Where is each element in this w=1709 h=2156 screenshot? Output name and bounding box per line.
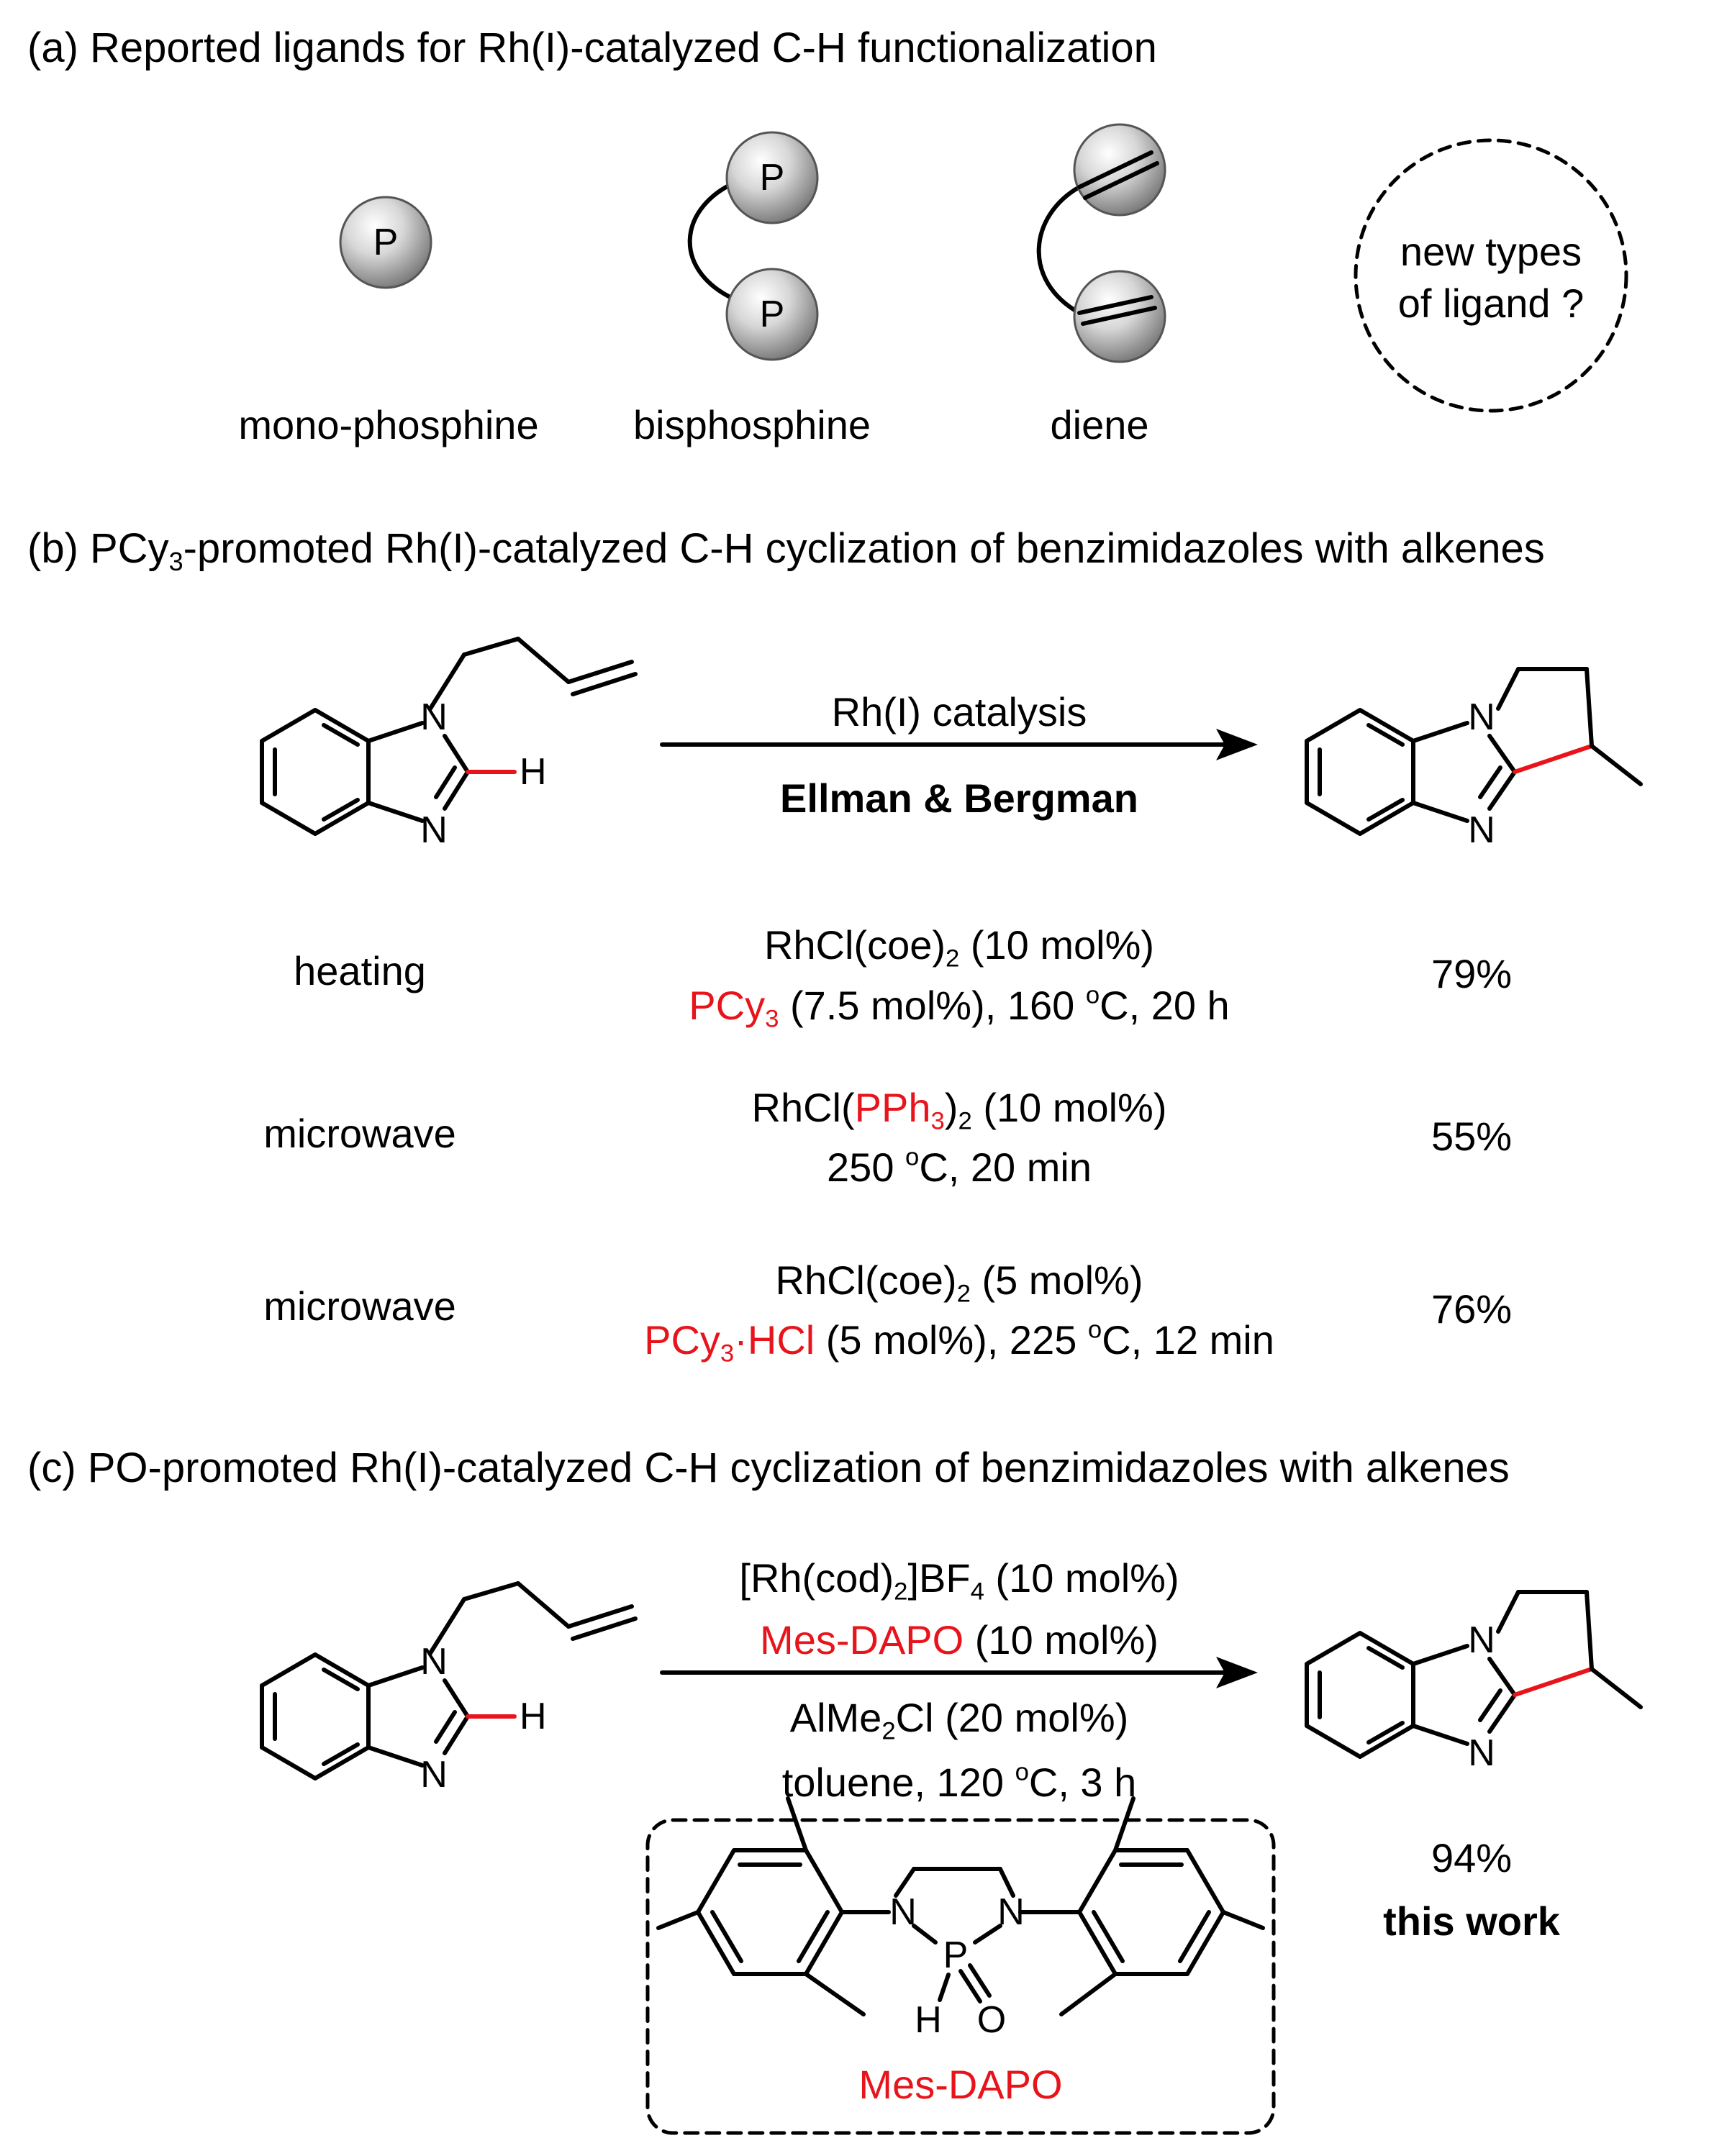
conditions-c-additive: AlMe2Cl (20 mol%): [789, 1695, 1129, 1745]
n-atom-label: N: [1468, 696, 1495, 738]
n-atom-label: N: [1468, 809, 1495, 851]
n-atom-label: N: [1468, 1732, 1495, 1774]
benzimidazole-substrate-c: [260, 1581, 638, 1780]
n-atom-label: N: [1468, 1619, 1495, 1661]
label-mono-phosphine: mono-phosphine: [238, 402, 539, 447]
n-atom-label: N: [997, 1891, 1025, 1933]
mes-dapo-structure: [656, 1796, 1265, 2016]
section-b-heading: (b) PCy3-promoted Rh(I)-catalyzed C-H cy…: [27, 525, 1545, 576]
h-atom-label: H: [520, 1696, 547, 1737]
h-atom-label: H: [915, 1999, 942, 2041]
o-atom-label: O: [976, 1999, 1007, 2041]
ligand-name-label: Mes-DAPO: [858, 2062, 1063, 2107]
p-atom-label: P: [373, 222, 399, 263]
yield-this-work: 94%: [1431, 1835, 1513, 1880]
bisphosphine-linker: [687, 178, 743, 304]
conditions-row2-line2: 250 oC, 20 min: [827, 1143, 1092, 1190]
phosphine-sphere-bis-bottom: [725, 268, 819, 361]
conditions-row1-line1: RhCl(coe)2 (10 mol%): [763, 922, 1155, 973]
p-atom-label: P: [759, 157, 785, 199]
method-microwave: microwave: [263, 1283, 456, 1329]
label-bisphosphine: bisphosphine: [633, 402, 871, 447]
conditions-c-ligand: Mes-DAPO (10 mol%): [760, 1617, 1159, 1663]
p-atom-label: P: [943, 1934, 969, 1976]
conditions-row3-line1: RhCl(coe)2 (5 mol%): [775, 1257, 1143, 1308]
ligand-dashed-box: [645, 1818, 1276, 2135]
n-atom-label: N: [420, 1754, 448, 1796]
label-new-types: new types: [1400, 229, 1582, 274]
arrow-label-authors: Ellman & Bergman: [780, 775, 1138, 821]
conditions-row1-line2: PCy3 (7.5 mol%), 160 oC, 20 h: [689, 981, 1230, 1033]
n-atom-label: N: [420, 1641, 448, 1683]
conditions-c-catalyst: [Rh(cod)2]BF4 (10 mol%): [739, 1555, 1179, 1606]
conditions-row3-line2: PCy3·HCl (5 mol%), 225 oC, 12 min: [644, 1316, 1274, 1368]
new-ligand-dashed-circle: [1354, 138, 1628, 413]
yield-row2: 55%: [1431, 1114, 1513, 1159]
pyrroloimidazole-product-b: [1305, 667, 1643, 836]
yield-row3: 76%: [1431, 1286, 1513, 1332]
arrow-label-catalysis: Rh(I) catalysis: [831, 689, 1087, 734]
this-work-label: this work: [1383, 1898, 1560, 1944]
n-atom-label: N: [420, 696, 448, 738]
phosphine-sphere-mono: [339, 196, 432, 289]
benzimidazole-substrate-b: [260, 637, 638, 836]
pyrroloimidazole-product-c: [1305, 1590, 1643, 1759]
method-microwave: microwave: [263, 1111, 456, 1156]
h-atom-label: H: [520, 751, 547, 793]
label-diene: diene: [1050, 402, 1149, 447]
section-a-heading: (a) Reported ligands for Rh(I)-catalyzed…: [27, 24, 1157, 71]
n-atom-label: N: [420, 809, 448, 851]
diene-linker: [1036, 185, 1082, 315]
yield-row1: 79%: [1431, 951, 1513, 996]
phosphine-sphere-bis-top: [725, 131, 819, 224]
method-heating: heating: [294, 948, 426, 993]
label-of-ligand: of ligand ?: [1397, 281, 1585, 326]
n-atom-label: N: [889, 1891, 917, 1933]
p-atom-label: P: [759, 294, 785, 335]
section-c-heading: (c) PO-promoted Rh(I)-catalyzed C-H cycl…: [27, 1445, 1510, 1491]
conditions-row2-line1: RhCl(PPh3)2 (10 mol%): [751, 1085, 1167, 1135]
conditions-c-solvent: toluene, 120 oC, 3 h: [781, 1758, 1137, 1805]
